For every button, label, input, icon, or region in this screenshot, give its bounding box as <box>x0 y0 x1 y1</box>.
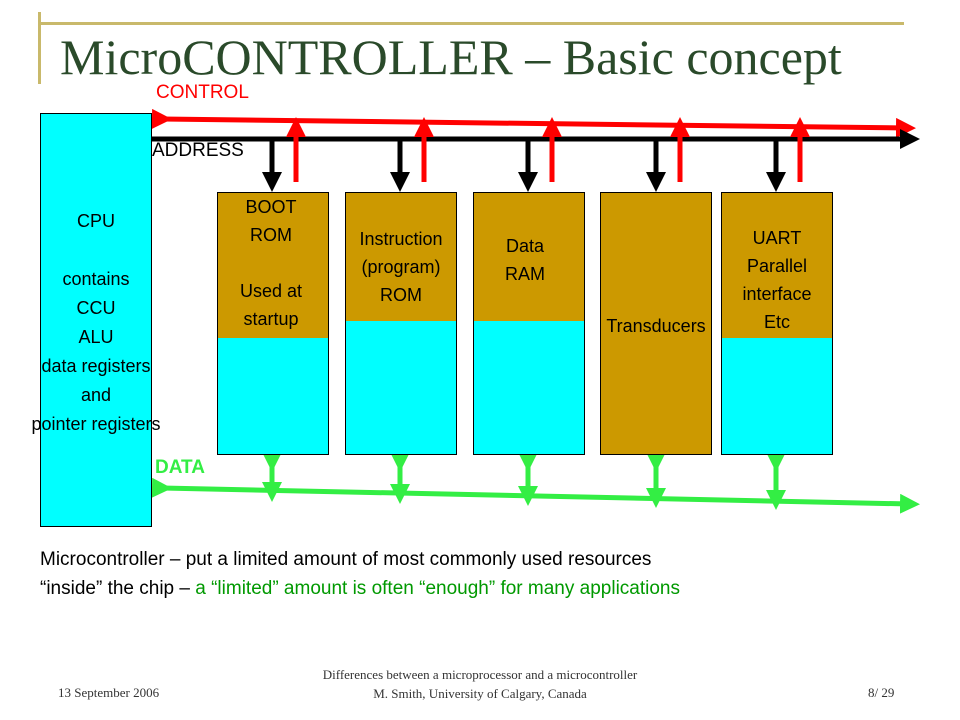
module-boot-rom-top <box>218 193 328 338</box>
slide-title: MicroCONTROLLER – Basic concept <box>60 29 842 85</box>
footer-page-number: 8/ 29 <box>868 685 895 700</box>
module-uart-label: UART Parallel interface Etc <box>742 228 812 332</box>
module-3-connections <box>518 117 562 506</box>
module-instruction-rom-label: Instruction (program) ROM <box>359 229 443 305</box>
module-2-connections <box>390 117 434 504</box>
cpu-block <box>40 113 152 527</box>
control-bus-line <box>151 108 916 138</box>
title-accent-bar-horizontal <box>38 22 904 25</box>
caption: Microcontroller – put a limited amount o… <box>40 545 680 603</box>
module-boot-rom <box>217 192 329 455</box>
caption-line-2: “inside” the chip – a “limited” amount i… <box>40 574 680 603</box>
data-bus-label: DATA <box>155 457 205 478</box>
caption-line-2-black: “inside” the chip – <box>40 578 196 599</box>
control-bus-label: CONTROL <box>156 82 249 103</box>
module-uart <box>721 192 833 455</box>
footer-date: 13 September 2006 <box>58 685 160 700</box>
module-1-connections <box>262 117 306 502</box>
module-boot-rom-label: BOOT ROM Used at startup <box>239 197 303 329</box>
caption-line-1: Microcontroller – put a limited amount o… <box>40 549 652 570</box>
module-5-connections <box>766 117 810 510</box>
module-4-connections <box>646 117 690 508</box>
caption-line-2-green: a “limited” amount is often “enough” for… <box>195 578 680 599</box>
module-uart-top <box>722 193 832 338</box>
module-transducers-label: Transducers <box>606 316 706 336</box>
footer-course-title: Differences between a microprocessor and… <box>322 667 638 682</box>
module-data-ram <box>473 192 585 455</box>
title-accent-bar-vertical <box>38 12 41 84</box>
module-instruction-rom <box>345 192 457 455</box>
module-data-ram-top <box>474 193 584 321</box>
footer-author: M. Smith, University of Calgary, Canada <box>373 686 587 701</box>
footer-center: Differences between a microprocessor and… <box>200 665 760 703</box>
address-bus-label: ADDRESS <box>152 140 244 161</box>
cpu-label: CPU contains CCU ALU data registers and … <box>31 211 161 434</box>
module-data-ram-label: Data RAM <box>505 236 545 284</box>
module-instruction-rom-top <box>346 193 456 321</box>
module-transducers <box>600 192 712 455</box>
